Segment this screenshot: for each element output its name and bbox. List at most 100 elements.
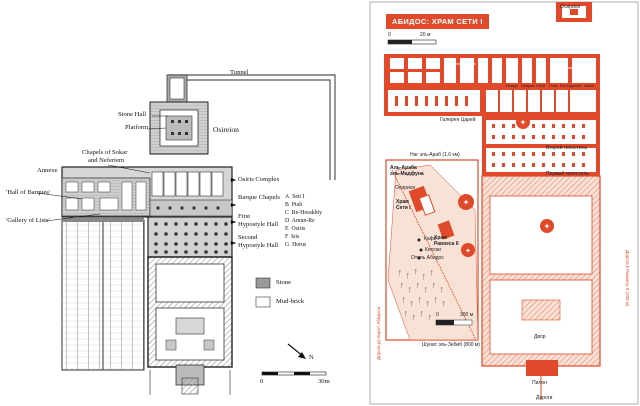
plan-drawing [37, 74, 336, 395]
label-and-nefertem: and Nefertem [88, 157, 125, 164]
scale-top [387, 39, 437, 45]
label-ptah: Птах [549, 83, 558, 88]
map-title: АБИДОС: ХРАМ СЕТИ I [386, 14, 489, 29]
svg-text:ᛏ: ᛏ [420, 311, 424, 318]
pylon-block [526, 360, 558, 376]
label-cafe: Кафе [424, 236, 437, 242]
tunnel-line [168, 74, 336, 180]
svg-text:ᛏ: ᛏ [404, 311, 408, 318]
label-temple-seti: Храм [396, 199, 409, 205]
svg-text:ᛏ: ᛏ [418, 297, 422, 304]
label-hall-1: Первый гипостиль [546, 171, 589, 177]
label-kiosks: Киоски [425, 247, 441, 253]
scale-bar [261, 371, 327, 376]
svg-text:ᛏ: ᛏ [428, 315, 432, 322]
svg-text:ᛏ: ᛏ [432, 283, 436, 290]
svg-text:ᛏ: ᛏ [400, 283, 404, 290]
label-roads: Дороги [536, 395, 553, 401]
compass-icon-2 [540, 219, 554, 233]
scale-end: 30m [318, 378, 330, 385]
label-osirion: Осирион [395, 185, 416, 191]
label-ra: Ра-Хорахти [560, 83, 582, 88]
temple-plan-english: Tunnel Stone Hall Platform Osireion Chap… [6, 69, 336, 395]
svg-text:ᛏ: ᛏ [406, 273, 410, 280]
svg-text:ᛏ: ᛏ [412, 315, 416, 322]
label-chapels-sokar: Chapels of Sokar [82, 149, 128, 156]
label-light: Храм светлых Богов [550, 65, 588, 70]
svg-text:ᛏ: ᛏ [440, 287, 444, 294]
label-seti: Сети [536, 83, 546, 88]
svg-text:ᛏ: ᛏ [402, 297, 406, 304]
svg-text:✦: ✦ [465, 247, 471, 255]
label-shunat: Шунат эль-Зебиб (800 м) [422, 342, 480, 348]
label-osireion: Osireion [213, 125, 239, 134]
scale-bottom-end: 300 м [460, 312, 474, 318]
legend-mudbrick-swatch [255, 296, 271, 308]
north-label: N [309, 354, 314, 361]
svg-text:ᛏ: ᛏ [426, 301, 430, 308]
legend-mudbrick-label: Mud-brick [276, 298, 305, 305]
label-pylon: Пилон [532, 380, 547, 386]
label-isida: Исида [506, 83, 518, 88]
label-first-hypostyle: First [238, 213, 251, 220]
label-temple-ramses-2: Рамзеса II [434, 241, 459, 247]
label-osiris: Осирис [521, 83, 535, 88]
scale-start: 0 [260, 378, 264, 385]
key-c: C Re-Horakhty [285, 210, 323, 216]
svg-text:ᛏ: ᛏ [398, 270, 402, 277]
svg-text:ᛏ: ᛏ [434, 297, 438, 304]
label-first-hypostyle-2: Hypostyle Hall [238, 221, 279, 228]
svg-text:ᛏ: ᛏ [424, 287, 428, 294]
site-inset: ✦ ✦ [385, 159, 479, 341]
scale-top-end: 20 м [420, 32, 431, 38]
label-barque-chapels: Barque Chapels [238, 194, 280, 201]
label-side-left: Дорога до ворот Абидоса [376, 306, 381, 360]
label-gallery: Галерея Царей [440, 117, 476, 123]
label-platform: Platform [125, 124, 149, 131]
compass-icon [516, 115, 530, 129]
scale-top-start: 0 [388, 32, 391, 38]
label-sokar: Часовни Сокара [445, 61, 476, 66]
label-temple-seti-2: Сети I [396, 205, 411, 211]
svg-text:ᛏ: ᛏ [416, 283, 420, 290]
label-osiris-complex: Osiris Complex [238, 176, 280, 183]
svg-text:✦: ✦ [463, 198, 470, 207]
key-b: B Ptah [285, 202, 303, 208]
label-tunnel: Tunnel [230, 69, 249, 76]
key-a: A Seti I [285, 194, 305, 200]
legend-stone-swatch [255, 277, 271, 289]
svg-text:ᛏ: ᛏ [430, 270, 434, 277]
scale-bottom-start: 0 [436, 312, 439, 318]
svg-text:ᛏ: ᛏ [422, 274, 426, 281]
legend-stone-label: Stone [276, 279, 292, 286]
label-hall-of-barques: 'Hall of Barques' [6, 189, 51, 196]
label-courtyard: Двор [534, 334, 546, 340]
key-g: G Horus [285, 242, 307, 248]
label-hotel: Отель Абидос [411, 255, 444, 261]
svg-text:ᛏ: ᛏ [414, 269, 418, 276]
key-e: E Osiris [285, 226, 306, 232]
svg-text:✦: ✦ [544, 222, 551, 231]
label-temple-ramses: Храм [434, 235, 447, 241]
label-second-hypostyle: Second [238, 234, 258, 241]
label-osirion-top: Осирион [560, 4, 581, 10]
svg-text:✦: ✦ [520, 118, 527, 127]
label-el-madfuna: эль-Мадфуна [390, 171, 424, 177]
label-nag-el-arab: Наг эль-Араб (1,6 км) [410, 152, 460, 158]
north-arrow-icon [287, 343, 306, 359]
label-gallery-of-lists: 'Gallery of Lists' [6, 217, 50, 224]
label-amon: Амон [584, 83, 594, 88]
svg-text:ᛏ: ᛏ [408, 287, 412, 294]
label-annexe: Annexe [37, 167, 58, 174]
label-hor: Хор [572, 59, 580, 64]
svg-text:ᛏ: ᛏ [410, 301, 414, 308]
key-f: F Isis [285, 234, 300, 240]
key-d: D Amun-Re [285, 218, 315, 224]
label-second-hypostyle-2: Hypostyle Hall [238, 242, 279, 249]
label-al-araba: Аль-Араба [390, 165, 417, 171]
label-stone-hall: Stone Hall [118, 111, 147, 118]
hypostyle-halls [147, 216, 233, 258]
svg-text:ᛏ: ᛏ [442, 301, 446, 308]
label-hall-2: Второй гипостиль [546, 145, 588, 151]
